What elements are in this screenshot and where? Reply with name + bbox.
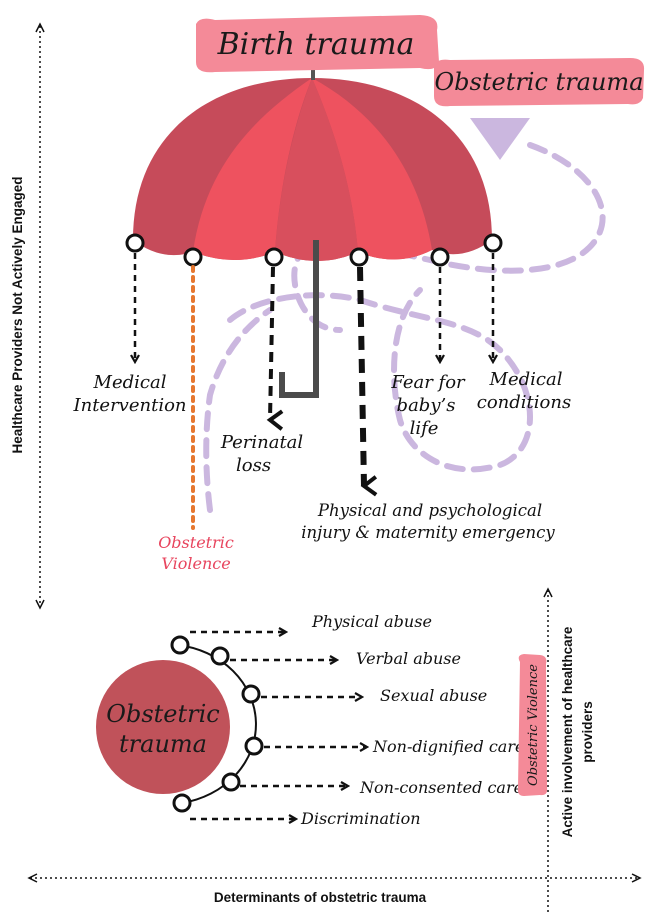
obstetric-trauma-circle-line2: trauma — [119, 730, 207, 758]
bottom-axis-arrow-left — [27, 873, 38, 883]
label-medical-intervention-1: Medical — [93, 372, 167, 393]
arc-ring-2 — [210, 646, 230, 666]
label-fear-2: baby’s — [397, 395, 456, 416]
umbrella-handle — [279, 372, 319, 398]
arc-ring-5 — [221, 772, 241, 792]
label-physical-psych-1: Physical and psychological — [317, 501, 542, 520]
bottom-axis-label: Determinants of obstetric trauma — [214, 890, 427, 905]
ring-medical-conditions — [483, 233, 503, 253]
side-tag-label: Obstetric Violence — [526, 664, 541, 786]
arc-ring-3 — [241, 684, 261, 704]
right-axis-label-line1: Active involvement of healthcare — [560, 626, 575, 837]
label-perinatal-loss-2: loss — [236, 455, 271, 476]
ring-medical-intervention — [125, 233, 145, 253]
bottom-axis-arrow-right — [631, 873, 642, 883]
violence-label-non-consented: Non-consented care — [359, 778, 523, 797]
right-axis-arrow-top — [543, 587, 553, 598]
birth-trauma-title: Birth trauma — [217, 27, 415, 62]
label-medical-intervention-2: Intervention — [72, 395, 186, 416]
label-fear-3: life — [410, 418, 439, 439]
violence-label-physical: Physical abuse — [311, 612, 432, 631]
canopy-panel-left — [193, 78, 312, 260]
label-fear-1: Fear for — [390, 372, 466, 393]
right-axis-label-line2: providers — [580, 701, 595, 763]
label-obstetric-violence-2: Violence — [161, 554, 230, 573]
violence-label-sexual: Sexual abuse — [380, 686, 487, 705]
left-axis-label: Healthcare Providers Not Actively Engage… — [10, 176, 25, 453]
obstetric-trauma-top-highlight — [434, 58, 645, 107]
ring-obstetric-violence — [183, 247, 203, 267]
left-axis-arrow-bottom — [35, 599, 45, 610]
ring-fear — [430, 247, 450, 267]
umbrella-canopy — [133, 66, 492, 261]
obstetric-trauma-top-title: Obstetric trauma — [434, 68, 643, 96]
lavender-swirl-path — [203, 142, 606, 513]
side-tag-highlight — [517, 654, 548, 796]
label-physical-psych-2: injury & maternity emergency — [301, 523, 555, 542]
lavender-triangle — [470, 118, 530, 160]
label-medical-conditions-1: Medical — [489, 369, 563, 390]
ring-physical-psych — [349, 247, 369, 267]
arc-ring-1 — [170, 635, 190, 655]
left-axis-arrow-top — [35, 22, 45, 33]
violence-label-discrimination: Discrimination — [300, 809, 421, 828]
obstetric-trauma-circle — [96, 660, 230, 794]
canopy-panel-center — [275, 78, 358, 261]
arc-ring-4 — [244, 736, 264, 756]
birth-trauma-highlight — [196, 15, 439, 73]
violence-label-non-dignified: Non-dignified care — [372, 737, 524, 756]
label-medical-conditions-2: conditions — [477, 392, 571, 413]
arrow-perinatal-loss — [266, 266, 284, 431]
violence-label-verbal: Verbal abuse — [356, 649, 461, 668]
obstetric-trauma-circle-line1: Obstetric — [106, 700, 219, 728]
canopy-panel-right — [312, 78, 432, 260]
label-obstetric-violence-1: Obstetric — [158, 533, 234, 552]
arrow-physical-psych — [357, 266, 378, 497]
arc-ring-6 — [172, 793, 192, 813]
ring-perinatal-loss — [264, 247, 284, 267]
label-perinatal-loss-1: Perinatal — [220, 432, 304, 453]
